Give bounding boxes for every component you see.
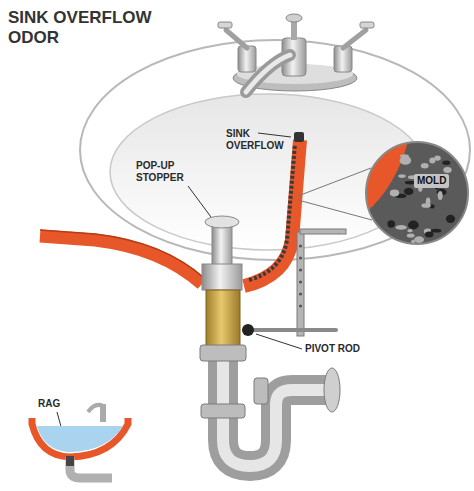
pivot-rod: [299, 280, 302, 283]
mold-texture: [407, 233, 415, 237]
mold-texture: [364, 140, 470, 246]
drain-assembly: [200, 216, 246, 361]
mold-texture: [438, 191, 443, 200]
drain-assembly: [206, 290, 240, 346]
leader-lines: [258, 133, 291, 137]
mold-texture: [421, 163, 429, 168]
leader-lines: [256, 334, 302, 349]
basin-cutaway: [40, 230, 204, 278]
rag-inset: [32, 418, 128, 457]
inset-label: MOLD: [414, 174, 449, 188]
rag-inset: [37, 426, 123, 452]
rag-inset: [70, 457, 112, 478]
pivot-rod: [299, 304, 302, 307]
pivot-rod: [299, 292, 302, 295]
pivot-rod: [247, 328, 336, 332]
mold-texture: [442, 161, 450, 165]
sink-basin: [80, 40, 470, 260]
mold-texture: [421, 203, 430, 208]
mold-texture: [408, 221, 419, 230]
part-label: SINK OVERFLOW: [226, 128, 288, 152]
drain-assembly: [205, 216, 239, 228]
basin-cutaway: [294, 132, 304, 142]
mold-texture: [390, 190, 399, 197]
pivot-rod: [242, 324, 254, 336]
mold-texture: [414, 236, 424, 243]
mold-texture: [407, 229, 412, 232]
p-trap: [324, 368, 340, 412]
faucet: [360, 22, 374, 28]
mold-texture: [464, 230, 470, 237]
mold-texture: [404, 188, 413, 195]
magnified-inset: MOLD: [364, 140, 470, 246]
pivot-rod: [300, 229, 346, 234]
mold-texture: [364, 140, 470, 246]
basin-cutaway: [40, 132, 304, 286]
pivot-rod: [299, 256, 302, 259]
p-trap: [254, 378, 268, 404]
basin-cutaway: [249, 144, 295, 280]
faucet: [226, 30, 247, 48]
p-trap: [201, 360, 340, 466]
pivot-rod: [299, 244, 302, 247]
drain-assembly: [212, 222, 232, 266]
drain-assembly: [200, 345, 246, 361]
inset-circle: [364, 140, 470, 246]
diagram-title: SINK OVERFLOW ODOR: [8, 8, 158, 48]
part-label: RAG: [38, 398, 78, 410]
leader-lines: [57, 133, 302, 452]
inset-outline: [366, 142, 468, 244]
part-label: PIVOT ROD: [305, 343, 385, 355]
mold-texture: [429, 158, 435, 164]
mold-texture: [398, 174, 406, 178]
drain-assembly: [202, 264, 242, 290]
mold-texture: [446, 215, 455, 223]
pivot-rod: [297, 232, 304, 336]
mold-texture: [425, 232, 434, 238]
mold-texture: [400, 154, 409, 158]
mold-texture: [443, 167, 451, 173]
pivot-rod: [242, 229, 346, 336]
magnifier-lines: [298, 168, 372, 220]
pivot-rod: [299, 268, 302, 271]
faucet: [343, 30, 366, 48]
faucet: [218, 14, 374, 92]
faucet: [218, 22, 232, 28]
faucet: [286, 14, 302, 22]
magnifier-lines: [298, 168, 371, 196]
rag-inset: [32, 404, 128, 478]
magnifier-lines: [298, 200, 372, 220]
basin-cutaway: [40, 236, 202, 284]
leader-lines: [188, 186, 211, 217]
rag-inset: [88, 405, 103, 412]
rag-inset: [66, 456, 74, 466]
mold-texture: [431, 229, 442, 233]
part-label: POP-UP STOPPER: [136, 160, 196, 184]
mold-texture: [387, 220, 395, 227]
basin-cutaway: [244, 140, 300, 286]
sink-basin: [80, 40, 470, 260]
p-trap: [201, 404, 245, 418]
mold-texture: [396, 225, 407, 230]
